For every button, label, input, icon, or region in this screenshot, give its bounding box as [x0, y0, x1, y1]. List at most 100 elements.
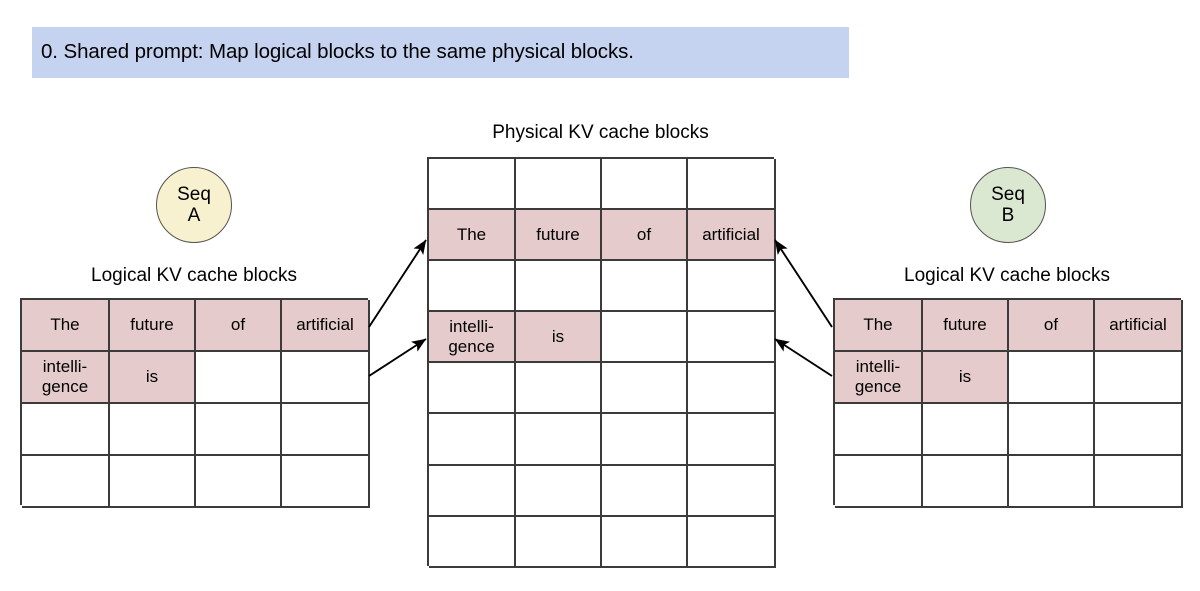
block-cell — [602, 261, 688, 313]
block-cell: artificial — [688, 210, 776, 262]
block-cell — [1095, 352, 1183, 404]
block-cell — [516, 261, 602, 313]
block-cell — [429, 261, 516, 313]
block-cell: artificial — [282, 300, 370, 352]
right-logical-kv-grid: The future of artificial intelli-gence is — [833, 298, 1183, 508]
seq-a-badge: Seq A — [156, 167, 232, 243]
seq-b-label-line1: Seq — [991, 183, 1025, 205]
block-cell: of — [196, 300, 282, 352]
seq-b-badge: Seq B — [970, 167, 1046, 243]
block-cell — [22, 456, 110, 508]
left-logical-kv-grid: The future of artificial intelli-gence is — [20, 298, 370, 508]
block-cell: is — [923, 352, 1009, 404]
block-cell-text: artificial — [1109, 315, 1167, 335]
block-cell-text: intelli-gence — [854, 357, 902, 396]
block-cell — [516, 159, 602, 211]
block-cell — [688, 465, 776, 517]
block-cell — [516, 363, 602, 415]
block-cell — [1009, 404, 1095, 456]
block-cell: is — [110, 352, 196, 404]
prompt-banner: 0. Shared prompt: Map logical blocks to … — [32, 27, 849, 78]
block-cell — [282, 404, 370, 456]
block-cell — [688, 363, 776, 415]
block-cell — [688, 261, 776, 313]
prompt-banner-text: 0. Shared prompt: Map logical blocks to … — [41, 40, 634, 64]
block-cell: artificial — [1095, 300, 1183, 352]
block-cell — [110, 404, 196, 456]
block-cell — [602, 516, 688, 568]
block-cell-text: is — [551, 327, 565, 347]
right-logical-blocks-title: Logical KV cache blocks — [904, 265, 1110, 286]
block-cell: is — [516, 312, 602, 364]
physical-blocks-title: Physical KV cache blocks — [492, 122, 709, 143]
block-cell — [602, 159, 688, 211]
block-cell: of — [602, 210, 688, 262]
block-cell: intelli-gence — [835, 352, 923, 404]
block-cell — [923, 404, 1009, 456]
block-cell — [429, 159, 516, 211]
block-cell — [1095, 404, 1183, 456]
block-cell — [688, 414, 776, 466]
block-cell-text: intelli-gence — [448, 317, 495, 356]
seq-a-label-line1: Seq — [177, 183, 211, 205]
block-cell-text: future — [943, 315, 987, 335]
block-cell — [196, 456, 282, 508]
seq-a-label-line2: A — [187, 205, 201, 226]
arrow-right-row1-to-physical-row2 — [774, 239, 833, 328]
block-cell — [429, 414, 516, 466]
left-logical-blocks-title: Logical KV cache blocks — [91, 265, 297, 286]
block-cell-text: of — [230, 315, 246, 335]
block-cell-text: future — [536, 224, 580, 244]
block-cell: The — [835, 300, 923, 352]
block-cell-text: The — [50, 315, 80, 335]
block-cell — [196, 404, 282, 456]
block-cell — [1009, 456, 1095, 508]
block-cell-text: The — [456, 224, 487, 244]
block-cell: intelli-gence — [22, 352, 110, 404]
block-cell — [602, 465, 688, 517]
block-cell — [429, 363, 516, 415]
block-cell — [429, 465, 516, 517]
block-cell — [429, 516, 516, 568]
arrow-right-row2-to-physical-row4 — [774, 338, 833, 377]
block-cell-text: of — [636, 224, 652, 244]
block-cell — [1095, 456, 1183, 508]
block-cell-text: artificial — [296, 315, 354, 335]
block-cell: future — [923, 300, 1009, 352]
block-cell — [516, 516, 602, 568]
block-cell — [835, 456, 923, 508]
block-cell-text: artificial — [702, 224, 760, 244]
block-cell — [516, 414, 602, 466]
block-cell: of — [1009, 300, 1095, 352]
block-cell-text: future — [130, 315, 174, 335]
block-cell — [282, 456, 370, 508]
block-cell — [110, 456, 196, 508]
arrow-left-row2-to-physical-row4 — [368, 338, 427, 377]
block-cell — [688, 516, 776, 568]
arrow-left-row1-to-physical-row2 — [368, 239, 427, 328]
block-cell — [1009, 352, 1095, 404]
block-cell — [282, 352, 370, 404]
block-cell: The — [22, 300, 110, 352]
block-cell — [602, 363, 688, 415]
block-cell-text: The — [863, 315, 893, 335]
block-cell: future — [110, 300, 196, 352]
block-cell-text: is — [145, 367, 159, 387]
block-cell: intelli-gence — [429, 312, 516, 364]
block-cell — [688, 312, 776, 364]
block-cell — [923, 456, 1009, 508]
block-cell-text: intelli-gence — [41, 357, 89, 396]
block-cell-text: of — [1043, 315, 1059, 335]
block-cell — [835, 404, 923, 456]
block-cell — [602, 312, 688, 364]
block-cell: The — [429, 210, 516, 262]
block-cell-text: is — [958, 367, 972, 387]
physical-kv-grid: The future of artificial intelli-gence is — [427, 157, 776, 568]
seq-b-label-line2: B — [1001, 205, 1015, 226]
block-cell — [688, 159, 776, 211]
block-cell — [602, 414, 688, 466]
block-cell — [22, 404, 110, 456]
block-cell: future — [516, 210, 602, 262]
block-cell — [196, 352, 282, 404]
